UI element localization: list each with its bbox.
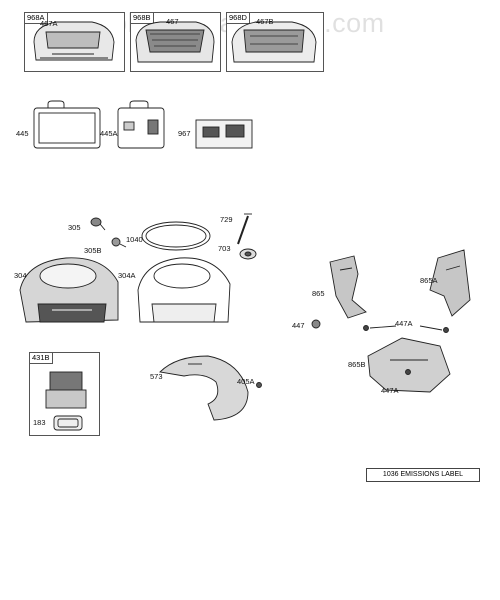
label-967-drawing	[195, 119, 253, 149]
screw-447a-drawing	[363, 325, 449, 333]
label-447a-bottom: 447A	[381, 386, 399, 395]
label-703: 703	[218, 244, 231, 253]
label-573: 573	[150, 372, 163, 381]
housing-304a-drawing	[137, 257, 231, 323]
label-865b: 865B	[348, 360, 366, 369]
label-865: 865	[312, 289, 325, 298]
label-305b: 305B	[84, 246, 102, 255]
emissions-label-box[interactable]: 1036 EMISSIONS LABEL	[366, 468, 480, 482]
screw-305b-drawing	[111, 237, 127, 248]
label-467a: 467A	[40, 19, 58, 28]
kit-tag-968b: 968B	[130, 12, 154, 24]
label-447a-top: 447A	[395, 319, 413, 328]
label-467b: 467B	[256, 17, 274, 26]
label-405a: 405A	[237, 377, 255, 386]
label-1040: 1040	[126, 235, 143, 244]
label-304a: 304A	[118, 271, 136, 280]
label-305: 305	[68, 223, 81, 232]
kit-tag-968d: 968D	[226, 12, 250, 24]
label-729: 729	[220, 215, 233, 224]
kit-tag-968a: 968A	[24, 12, 48, 24]
label-445a: 445A	[100, 129, 118, 138]
bracket-431b-drawing	[45, 371, 87, 409]
label-445: 445	[16, 129, 29, 138]
shroud-968b-drawing	[135, 21, 215, 63]
shroud-968d-drawing	[231, 21, 317, 63]
tie-729-drawing	[237, 213, 252, 245]
kit-tag-431b: 431B	[29, 352, 53, 364]
gasket-183-drawing	[53, 415, 83, 431]
shroud-968a-drawing	[33, 21, 115, 61]
label-967: 967	[178, 129, 191, 138]
shield-865a-drawing	[429, 249, 471, 317]
screw-447-drawing	[311, 319, 321, 329]
grommet-703-drawing	[239, 248, 257, 260]
baffle-573-drawing	[159, 355, 249, 421]
label-865a: 865A	[420, 276, 438, 285]
label-467: 467	[166, 17, 179, 26]
shield-865b-drawing	[367, 337, 451, 393]
label-183: 183	[33, 418, 46, 427]
panel-445-drawing	[33, 100, 101, 149]
screw-405a-drawing	[256, 382, 262, 388]
panel-445a-drawing	[117, 100, 165, 149]
label-447: 447	[292, 321, 305, 330]
label-304: 304	[14, 271, 27, 280]
screw-447a-bottom-drawing	[405, 369, 411, 375]
shield-865-drawing	[329, 255, 367, 319]
housing-304-drawing	[19, 257, 119, 323]
gasket-1040-drawing	[141, 221, 211, 251]
screw-305-drawing	[90, 217, 106, 231]
